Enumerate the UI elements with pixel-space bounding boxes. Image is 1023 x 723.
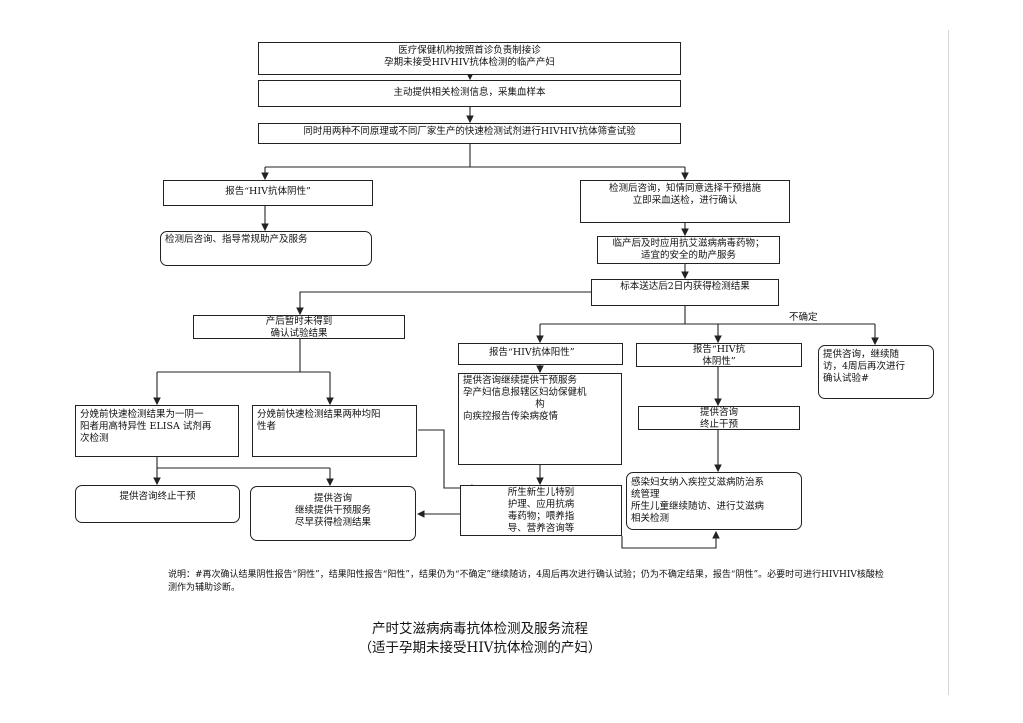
node-rapid-test: 同时用两种不同原理或不同厂家生产的快速检测试剂进行HIVHIV抗体筛查试验 xyxy=(258,123,681,144)
title-main: 产时艾滋病病毒抗体检测及服务流程 xyxy=(372,621,588,637)
node-followup-line: 访，4周后再次进行 xyxy=(823,361,906,372)
node-consult-normal: 检测后咨询、指导常规助产及服务 xyxy=(160,231,372,266)
node-intake-line: 孕期未接受HIVHIV抗体检测的临产产妇 xyxy=(384,57,555,68)
node-report-pos-line: 报告“HIV抗体阳性” xyxy=(489,347,575,358)
node-continue-service: 提供咨询 继续提供干预服务 尽早获得检测结果 xyxy=(250,486,416,541)
title-sub: （适于孕期未接受HIV抗体检测的产妇） xyxy=(358,640,602,656)
node-result-2d: 标本送达后2日内获得检测结果 xyxy=(591,279,779,306)
node-intake: 医疗保健机构按照首诊负责制接诊 孕期未接受HIVHIV抗体检测的临产产妇 xyxy=(258,42,681,75)
page-edge xyxy=(948,30,949,695)
node-consult-confirm-line: 检测后咨询，知情同意选择干预措施 xyxy=(608,183,761,194)
node-pre-delivery-one: 分娩前快速检测结果为一阴一 阳者用高特异性 ELISA 试剂再 次检测 xyxy=(75,405,239,457)
node-report-neg-mid-line: 体阴性” xyxy=(702,356,736,367)
node-collect-line: 主动提供相关检测信息，采集血样本 xyxy=(393,87,546,98)
node-not-confirmed: 产后暂时未得到 确认试验结果 xyxy=(193,315,405,339)
node-collect: 主动提供相关检测信息，采集血样本 xyxy=(258,80,681,107)
node-consult-confirm: 检测后咨询，知情同意选择干预措施 立即采血送检，进行确认 xyxy=(580,180,790,223)
node-pre-delivery-both: 分娩前快速检测结果两种均阳 性者 xyxy=(252,405,417,457)
node-intake-line: 医疗保健机构按照首诊负责制接诊 xyxy=(398,45,541,56)
node-consult-stop-mid-line: 终止干预 xyxy=(699,419,738,430)
node-report-neg-mid-line: 报告“HIV抗 xyxy=(692,344,746,355)
diagram-title: 产时艾滋病病毒抗体检测及服务流程 （适于孕期未接受HIV抗体检测的产妇） xyxy=(330,620,630,658)
node-pre-delivery-one-line: 分娩前快速检测结果为一阴一 xyxy=(80,409,204,420)
node-rapid-test-line: 同时用两种不同原理或不同厂家生产的快速检测试剂进行HIVHIV抗体筛查试验 xyxy=(303,126,636,137)
node-continue-service-line: 提供咨询 xyxy=(313,493,352,504)
node-pos-services-line: 构 xyxy=(535,399,545,410)
node-pre-delivery-one-line: 次检测 xyxy=(80,433,109,444)
node-not-confirmed-line: 确认试验结果 xyxy=(270,328,328,339)
node-newborn-line: 导、营养咨询等 xyxy=(507,523,575,534)
node-managed: 感染妇女纳入疾控艾滋病防治系 统管理 所生儿童继续随访、进行艾滋病 相关检测 xyxy=(626,472,802,530)
node-continue-service-line: 继续提供干预服务 xyxy=(294,505,371,516)
node-arv: 临产后及时应用抗艾滋病病毒药物； 适宜的安全的助产服务 xyxy=(597,236,780,264)
node-consult-stop-left: 提供咨询终止干预 xyxy=(75,485,240,523)
node-consult-confirm-line: 立即采血送检，进行确认 xyxy=(632,195,738,206)
node-followup: 提供咨询，继续随 访，4周后再次进行 确认试验# xyxy=(818,345,934,399)
node-newborn-line: 毒药物；喂养指 xyxy=(507,511,575,522)
node-continue-service-line: 尽早获得检测结果 xyxy=(294,517,371,528)
node-pos-services-line: 提供咨询继续提供干预服务 xyxy=(463,375,578,386)
node-managed-line: 所生儿童继续随访、进行艾滋病 xyxy=(631,501,765,512)
node-pre-delivery-both-line: 性者 xyxy=(257,421,277,432)
node-result-2d-line: 标本送达后2日内获得检测结果 xyxy=(620,281,750,292)
node-newborn-line: 所生新生儿特别 xyxy=(507,487,575,498)
node-managed-line: 感染妇女纳入疾控艾滋病防治系 xyxy=(631,477,765,488)
node-pos-services-line: 向疾控报告传染病疫情 xyxy=(463,411,559,422)
arrow-newborn-managed xyxy=(621,530,720,549)
node-consult-stop-left-line: 提供咨询终止干预 xyxy=(119,491,196,502)
node-managed-line: 统管理 xyxy=(631,489,660,500)
node-report-neg-mid: 报告“HIV抗 体阴性” xyxy=(636,343,802,367)
node-consult-normal-line: 检测后咨询、指导常规助产及服务 xyxy=(165,234,308,245)
label-uncertain: 不确定 xyxy=(789,312,818,323)
footnote: 说明：#再次确认结果阴性报告“阴性”，结果阳性报告“阳性”，结果仍为“不确定”继… xyxy=(168,570,884,593)
node-not-confirmed-line: 产后暂时未得到 xyxy=(265,316,333,327)
node-followup-line: 提供咨询，继续随 xyxy=(823,349,900,360)
node-newborn: 所生新生儿特别 护理、应用抗病 毒药物；喂养指 导、营养咨询等 xyxy=(460,485,622,536)
node-report-neg-left: 报告“HIV抗体阴性” xyxy=(163,180,373,206)
arrow-to-not-confirmed xyxy=(296,291,597,316)
node-newborn-line: 护理、应用抗病 xyxy=(507,499,575,510)
node-pos-services: 提供咨询继续提供干预服务 孕产妇信息报辖区妇幼保健机 构 向疾控报告传染病疫情 xyxy=(458,373,622,465)
node-pre-delivery-one-line: 阳者用高特异性 ELISA 试剂再 xyxy=(80,421,212,432)
node-arv-line: 临产后及时应用抗艾滋病病毒药物； xyxy=(612,238,765,249)
node-consult-stop-mid: 提供咨询 终止干预 xyxy=(638,406,800,430)
node-consult-stop-mid-line: 提供咨询 xyxy=(699,407,738,418)
node-pre-delivery-both-line: 分娩前快速检测结果两种均阳 xyxy=(257,409,381,420)
node-report-neg-left-line: 报告“HIV抗体阴性” xyxy=(225,186,311,197)
node-report-pos: 报告“HIV抗体阳性” xyxy=(458,343,623,365)
node-pos-services-line: 孕产妇信息报辖区妇幼保健机 xyxy=(463,387,587,398)
node-arv-line: 适宜的安全的助产服务 xyxy=(640,250,736,261)
node-managed-line: 相关检测 xyxy=(631,513,670,524)
node-followup-line: 确认试验# xyxy=(823,373,869,384)
